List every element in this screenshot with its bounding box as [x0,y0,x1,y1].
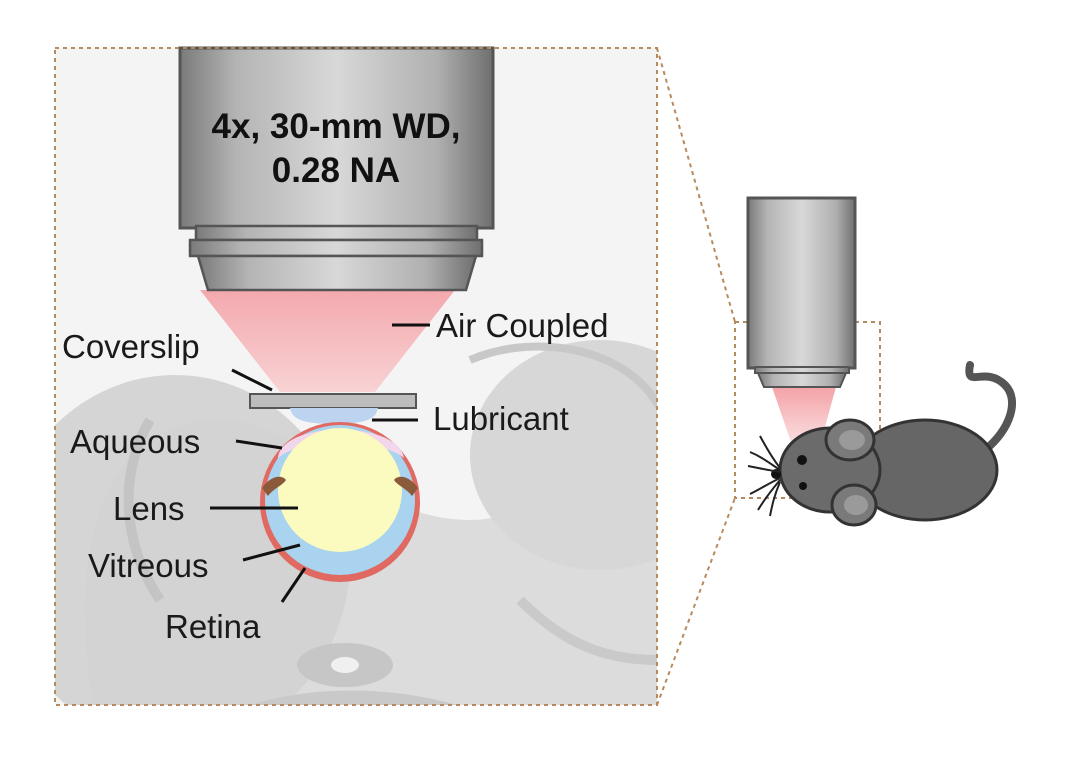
crystalline-lens [278,428,402,552]
leader-lines [210,323,430,603]
laser-beam [200,290,455,392]
label-vitreous: Vitreous [88,547,208,584]
coverslip [249,393,417,409]
label-aqueous: Aqueous [70,423,200,460]
inset-border [54,47,658,706]
iris-right [394,476,418,496]
objective-spec-line2: 0.28 NA [272,151,400,190]
label-lens: Lens [113,490,185,527]
mouse-icon [747,361,1017,527]
mouse-whiskers [747,435,781,517]
iris-left [262,476,286,496]
label-coverslip: Coverslip [62,328,200,365]
label-air-coupled: Air Coupled [436,307,608,344]
label-retina: Retina [165,608,261,645]
small-objective-icon [746,196,857,445]
lubricant-layer [290,408,378,424]
mouse-tail [965,361,1017,454]
mouse-eye-top [797,455,807,465]
inset-panel: 4x, 30-mm WD, 0.28 NA Air Coupled [54,46,658,706]
mouse-eye-bottom [799,482,807,490]
objective-spec-line1: 4x, 30-mm WD, [212,107,461,146]
eye-icon [260,422,420,582]
microscope-objective-icon: 4x, 30-mm WD, 0.28 NA [178,46,495,292]
label-lubricant: Lubricant [433,400,569,437]
